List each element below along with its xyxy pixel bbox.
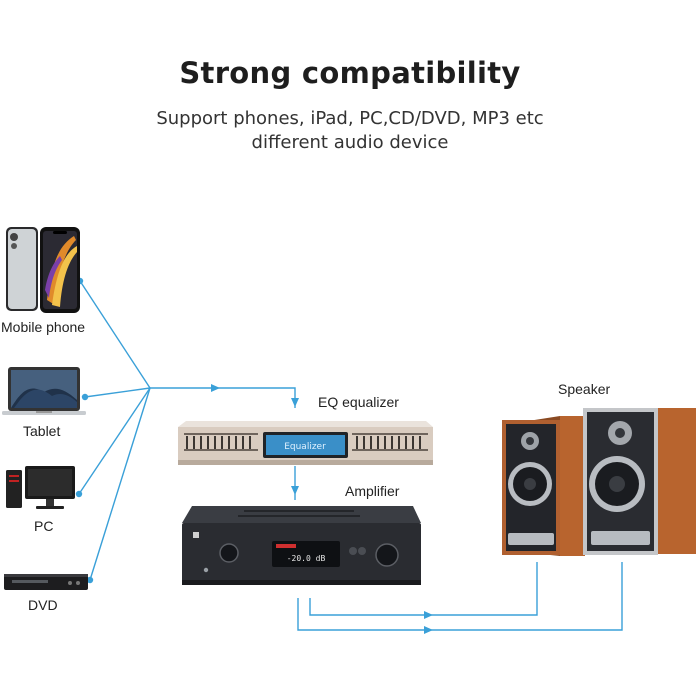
arrow-down-icon [291,398,299,407]
right-speaker [583,408,696,555]
speaker-label: Speaker [558,381,611,397]
subtitle-line-2: different audio device [251,132,449,153]
arrow-heads [211,384,433,634]
amplifier-device: -20.0 dB [182,506,421,585]
dvd-connector [89,387,151,581]
subtitle-line-1: Support phones, iPad, PC,CD/DVD, MP3 etc [156,108,544,129]
arrow-down-icon [291,486,299,495]
arrow-right-icon [211,384,220,392]
left-speaker [502,416,585,556]
pc-connector [78,387,151,495]
amplifier-label: Amplifier [345,483,400,499]
desktop-pc-icon [6,466,75,509]
laptop-icon [2,367,86,415]
source-label-dvd: DVD [28,597,58,613]
amp-right-speaker-connector [297,562,623,631]
page-title: Strong compatibility [179,56,521,90]
phone-icon [6,227,80,313]
source-label-pc: PC [34,518,54,534]
tablet-connector [84,387,151,398]
eq-input-connector [150,387,296,408]
amp-left-speaker-connector [309,562,538,616]
eq-equalizer-label: EQ equalizer [318,394,399,410]
arrow-right-icon [424,626,433,634]
dvd-player-icon [4,574,88,590]
eq-equalizer-device: Equalizer [178,421,433,465]
source-label-tablet: Tablet [23,423,61,439]
amp-display-text: -20.0 dB [287,554,326,563]
arrow-right-icon [424,611,433,619]
source-label-mobile-phone: Mobile phone [1,319,86,335]
eq-display-text: Equalizer [284,442,326,452]
phone-connector [79,280,151,389]
